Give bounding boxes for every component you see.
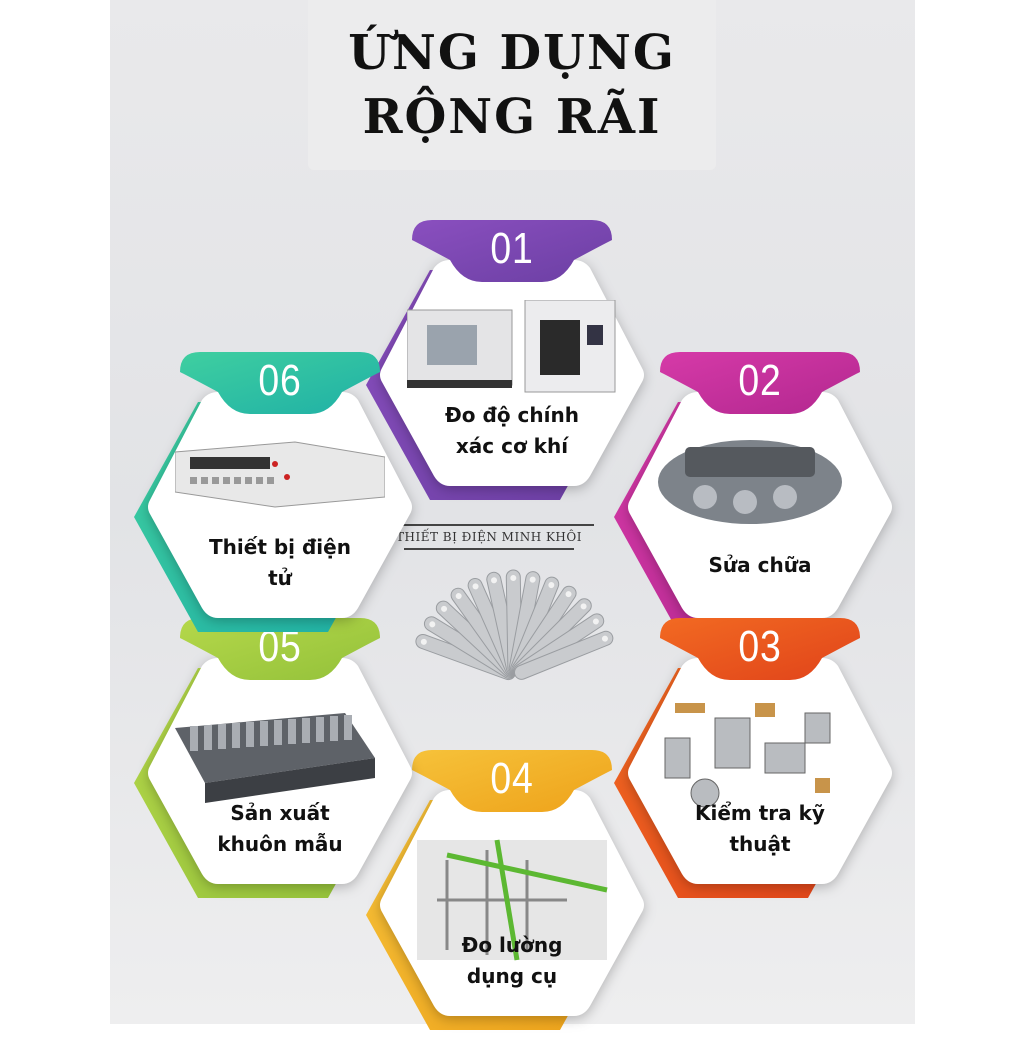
application-hexagon-05: 05 Sản xuất khuôn mẫu: [130, 618, 430, 908]
multimeter-image: [175, 441, 385, 508]
number-tab: [660, 352, 860, 414]
item-label-line-1: Thiết bị điện: [209, 535, 351, 559]
watermark-text: THIẾT BỊ ĐIỆN MINH KHÔI: [396, 530, 582, 544]
item-label: Sản xuất khuôn mẫu: [180, 798, 380, 860]
item-label-line-1: Sản xuất: [230, 801, 330, 825]
number-tab: [180, 352, 380, 414]
item-label: Đo lường dụng cụ: [412, 930, 612, 992]
item-label: Kiểm tra kỹ thuật: [660, 798, 860, 860]
application-hexagon-02: 02 Sửa chữa: [610, 352, 910, 642]
item-number: 03: [738, 622, 782, 671]
title-line-2: RỘNG RÃI: [362, 89, 662, 145]
application-hexagon-06: 06 Thiết bị điện tử: [130, 352, 430, 642]
item-label-line-2: xác cơ khí: [455, 434, 569, 458]
item-number: 06: [258, 356, 302, 405]
title-line-1: ỨNG DỤNG: [348, 25, 676, 81]
item-label-line-2: thuật: [729, 832, 791, 856]
watermark: THIẾT BỊ ĐIỆN MINH KHÔI: [384, 520, 594, 554]
feeler-gauge-image: [415, 569, 614, 681]
number-tab: [412, 220, 612, 282]
title-box: ỨNG DỤNG RỘNG RÃI: [308, 0, 716, 170]
construction-crane-image: [417, 839, 608, 961]
item-label-line-2: dụng cụ: [466, 964, 558, 988]
item-label-line-2: khuôn mẫu: [217, 832, 343, 856]
divider: [404, 548, 574, 550]
item-number: 01: [490, 224, 534, 273]
item-label-line-1: Sửa chữa: [708, 553, 812, 577]
item-label-line-1: Đo độ chính: [445, 403, 579, 427]
application-hexagon-03: 03 Kiểm tra kỹ thuật: [610, 618, 910, 908]
number-tab: [660, 618, 860, 680]
number-tab: [412, 750, 612, 812]
metal-parts-image: [664, 703, 831, 808]
application-hexagon-01: 01 Đo độ chính xác cơ khí: [362, 220, 662, 510]
item-label: Thiết bị điện tử: [180, 532, 380, 594]
item-label-line-1: Kiểm tra kỹ: [695, 801, 825, 825]
divider: [384, 524, 594, 526]
cnc-machines-image: [407, 300, 616, 393]
number-tab: [180, 618, 380, 680]
item-label-line-2: tử: [268, 566, 292, 590]
application-hexagon-04: 04 Đo lường dụng cụ: [362, 750, 662, 1040]
mold-image: [175, 713, 375, 803]
item-label-line-1: Đo lường: [461, 933, 563, 957]
item-number: 02: [738, 356, 782, 405]
engine-image: [658, 440, 842, 524]
item-label: Sửa chữa: [660, 550, 860, 581]
gauge-blade: [513, 630, 614, 680]
item-label: Đo độ chính xác cơ khí: [412, 400, 612, 462]
item-number: 04: [490, 754, 534, 803]
